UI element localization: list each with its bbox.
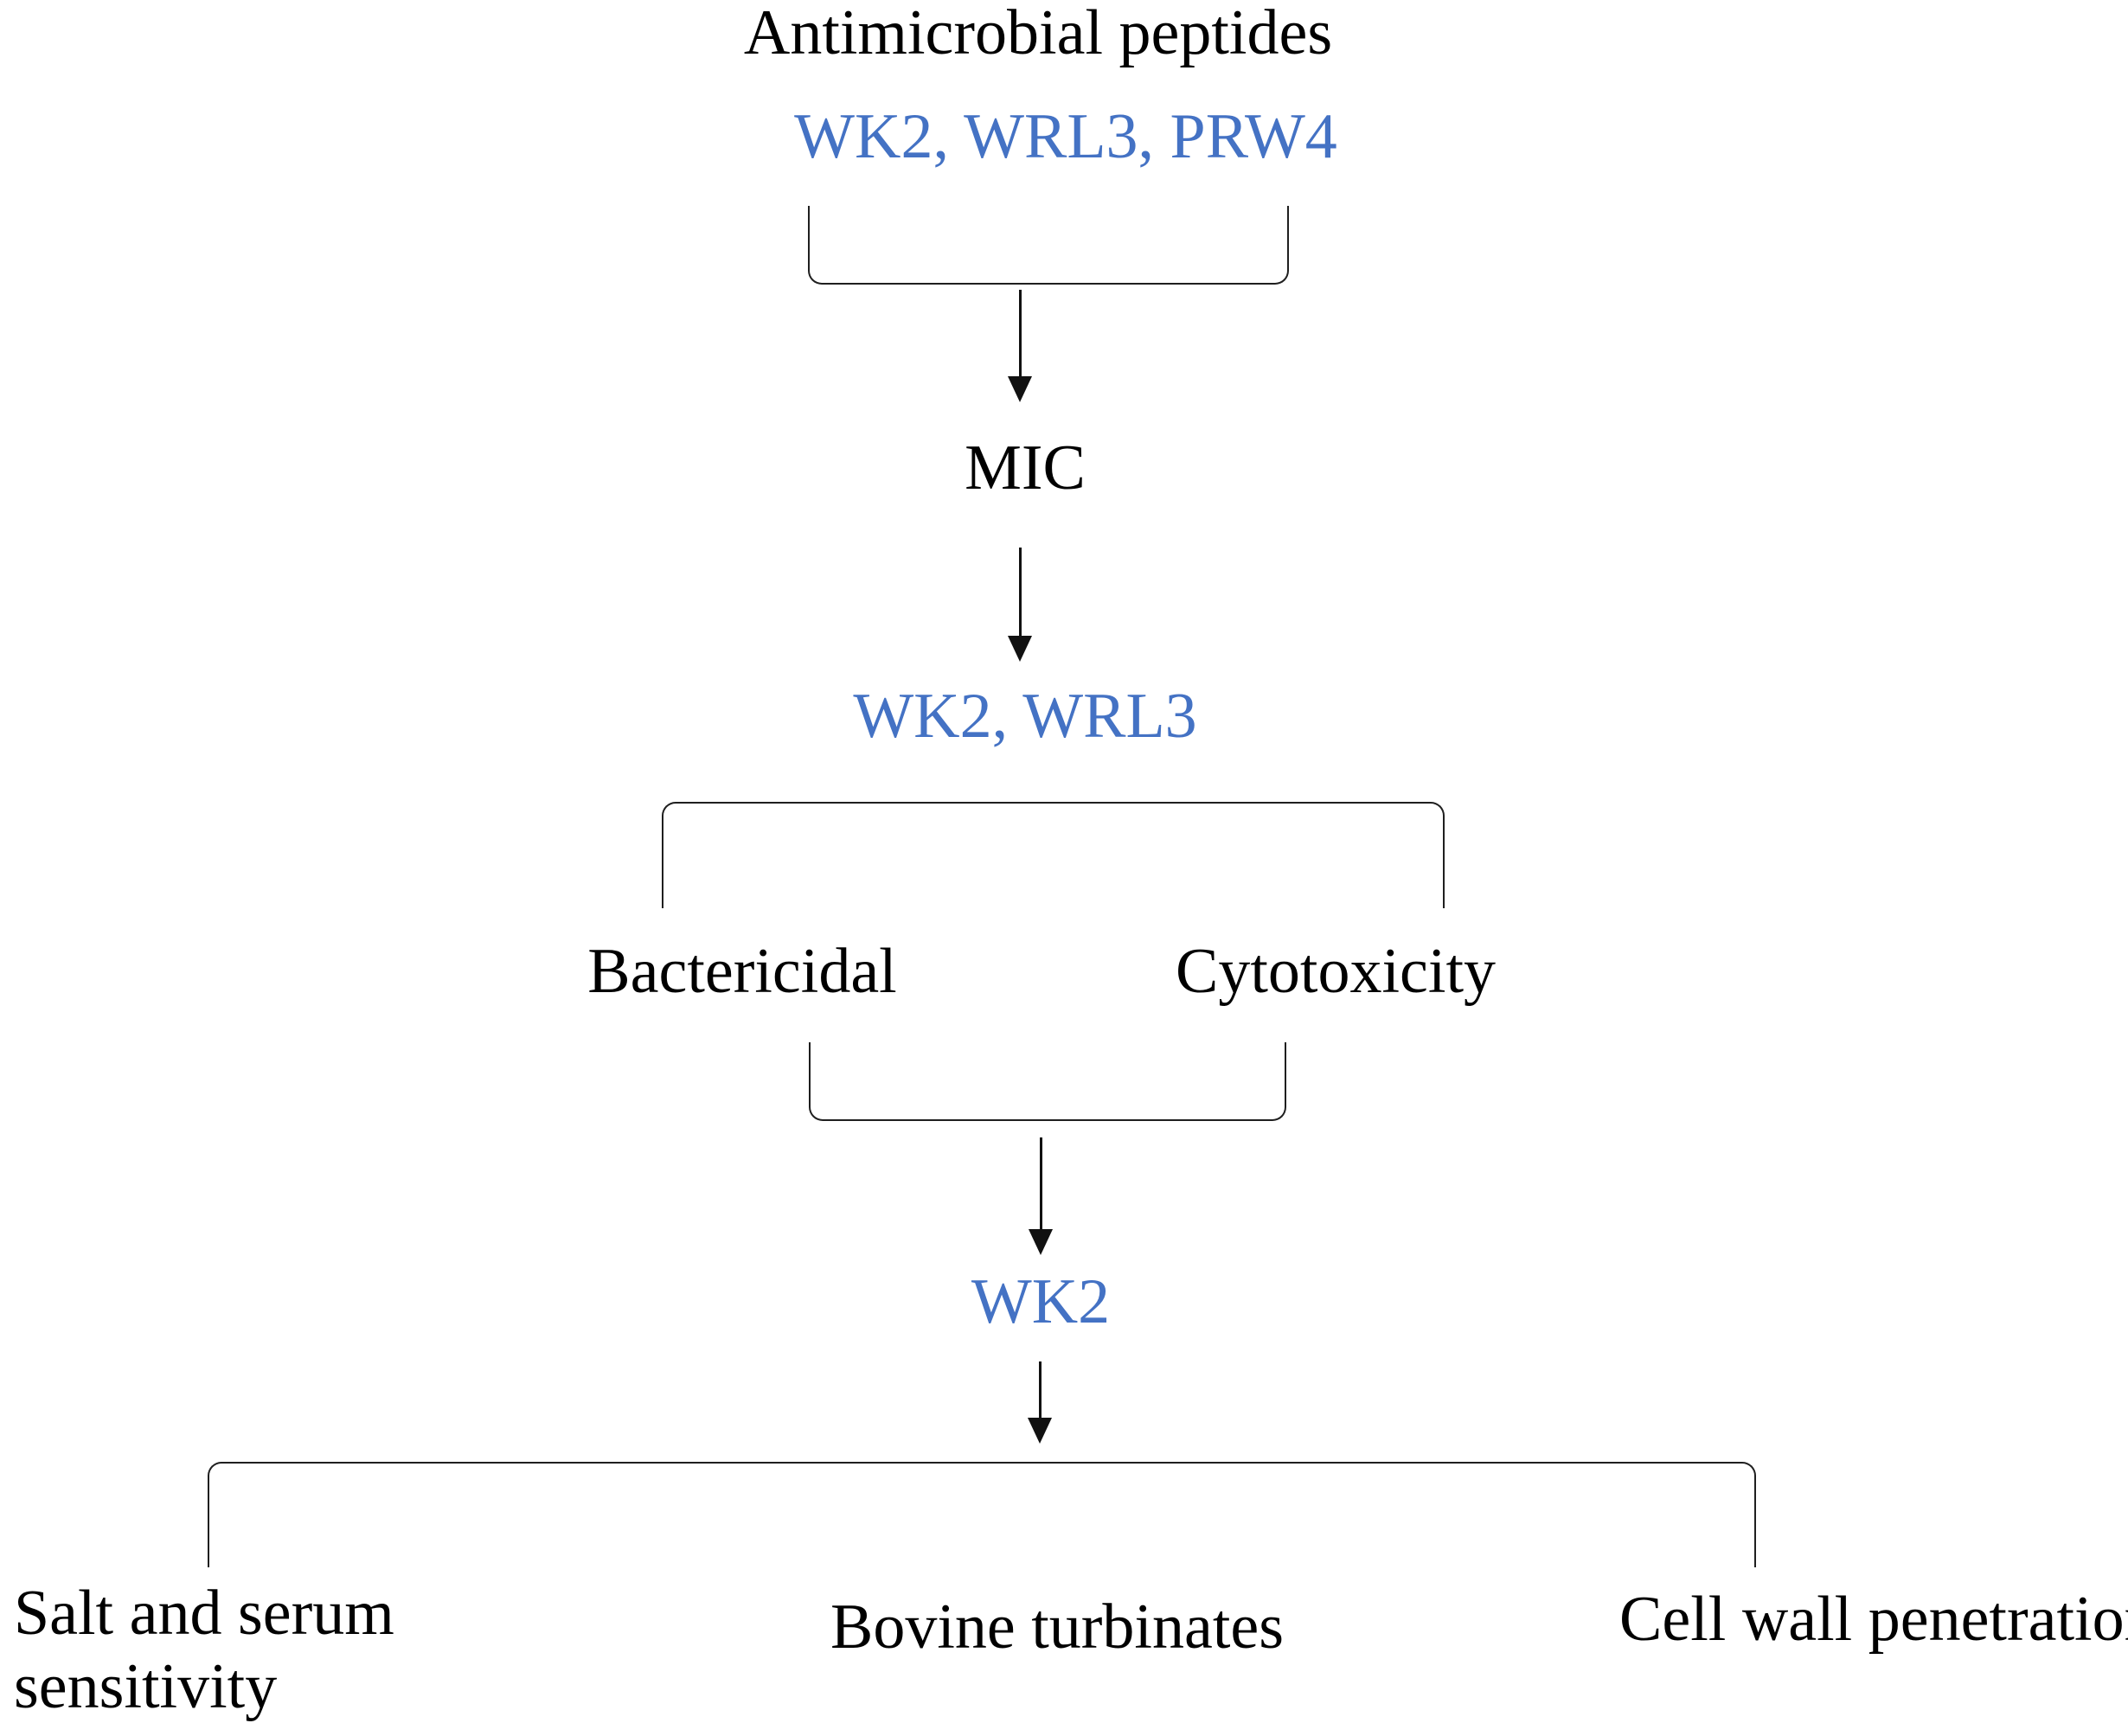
arrow-down-3-head	[1029, 1229, 1053, 1255]
outcome-bovine-turbinates: Bovine turbinates	[830, 1592, 1285, 1662]
gather-bracket-top	[808, 206, 1289, 285]
arrow-down-1-head	[1008, 376, 1032, 402]
outcome-cell-wall-penetration: Cell wall penetration	[1619, 1584, 2128, 1655]
title-antimicrobial-peptides: Antimicrobial peptides	[743, 0, 1333, 68]
peptide-set-wk2-wrl3-prw4: WK2, WRL3, PRW4	[794, 101, 1337, 172]
arrow-down-4-shaft	[1039, 1361, 1042, 1419]
peptide-final-wk2: WK2	[971, 1266, 1111, 1337]
node-bactericidal: Bactericidal	[587, 936, 897, 1007]
arrow-down-1-shaft	[1019, 290, 1022, 378]
arrow-down-4-head	[1028, 1418, 1052, 1444]
spread-bracket-three-outcomes	[208, 1462, 1756, 1567]
spread-bracket-two-branches	[662, 802, 1445, 908]
node-cytotoxicity: Cytotoxicity	[1176, 936, 1496, 1007]
arrow-down-3-shaft	[1040, 1137, 1042, 1231]
node-mic: MIC	[965, 432, 1086, 503]
arrow-down-2-shaft	[1019, 548, 1022, 637]
arrow-down-2-head	[1008, 636, 1032, 662]
outcome-salt-serum-sensitivity: Salt and serum sensitivity	[14, 1578, 394, 1723]
gather-bracket-middle	[809, 1042, 1286, 1121]
peptide-set-wk2-wrl3: WK2, WRL3	[853, 681, 1197, 752]
